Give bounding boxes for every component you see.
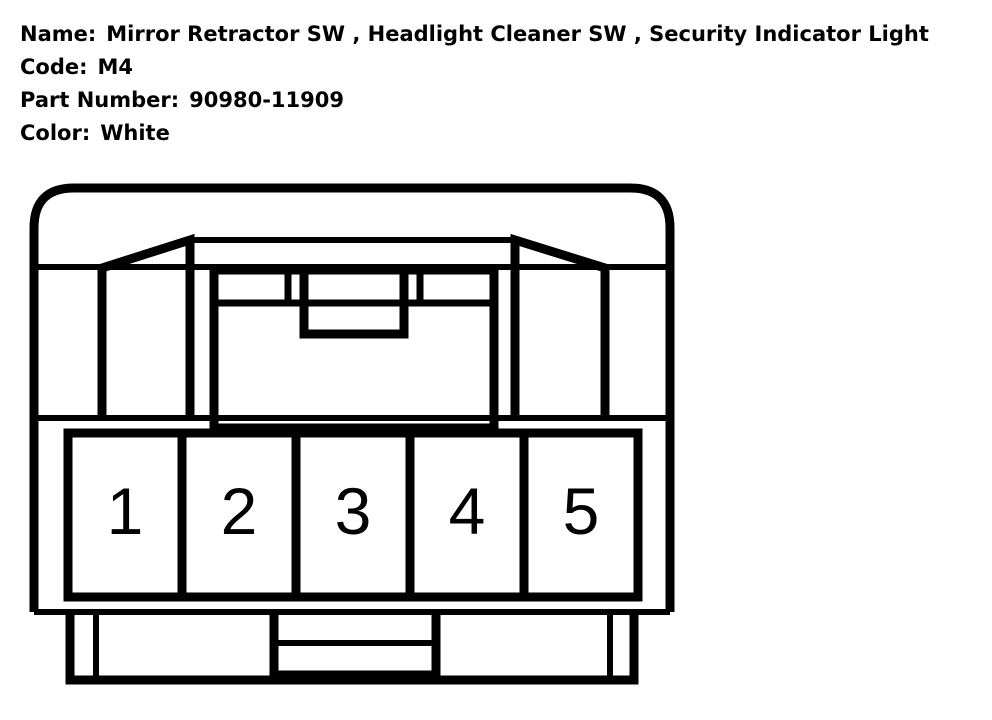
code-line: Code: M4 (20, 51, 980, 84)
connector-base (65, 612, 639, 685)
part-number-line: Part Number: 90980-11909 (20, 84, 980, 117)
connector-info: Name: Mirror Retractor SW , Headlight Cle… (20, 18, 980, 150)
color-label: Color: (20, 121, 91, 145)
part-number-label: Part Number: (20, 88, 180, 112)
name-label: Name: (20, 22, 97, 46)
connector-housing-outline (29, 183, 675, 612)
right-shoulder (510, 233, 610, 418)
pin-number-1: 1 (107, 474, 144, 548)
color-line: Color: White (20, 117, 980, 150)
latch-tab (299, 265, 409, 339)
code-label: Code: (20, 55, 88, 79)
pin-number-3: 3 (335, 474, 372, 548)
code-value: M4 (97, 55, 134, 79)
latch-window (209, 265, 499, 433)
pin-number-5: 5 (563, 474, 600, 548)
left-shoulder (97, 233, 195, 418)
part-number-value: 90980-11909 (189, 88, 344, 112)
name-value: Mirror Retractor SW , Headlight Cleaner … (106, 22, 929, 46)
pin-cavity-frame (63, 428, 643, 602)
color-value: White (100, 121, 170, 145)
pin-number-4: 4 (449, 474, 486, 548)
pin-number-2: 2 (221, 474, 258, 548)
name-line: Name: Mirror Retractor SW , Headlight Cle… (20, 18, 980, 51)
